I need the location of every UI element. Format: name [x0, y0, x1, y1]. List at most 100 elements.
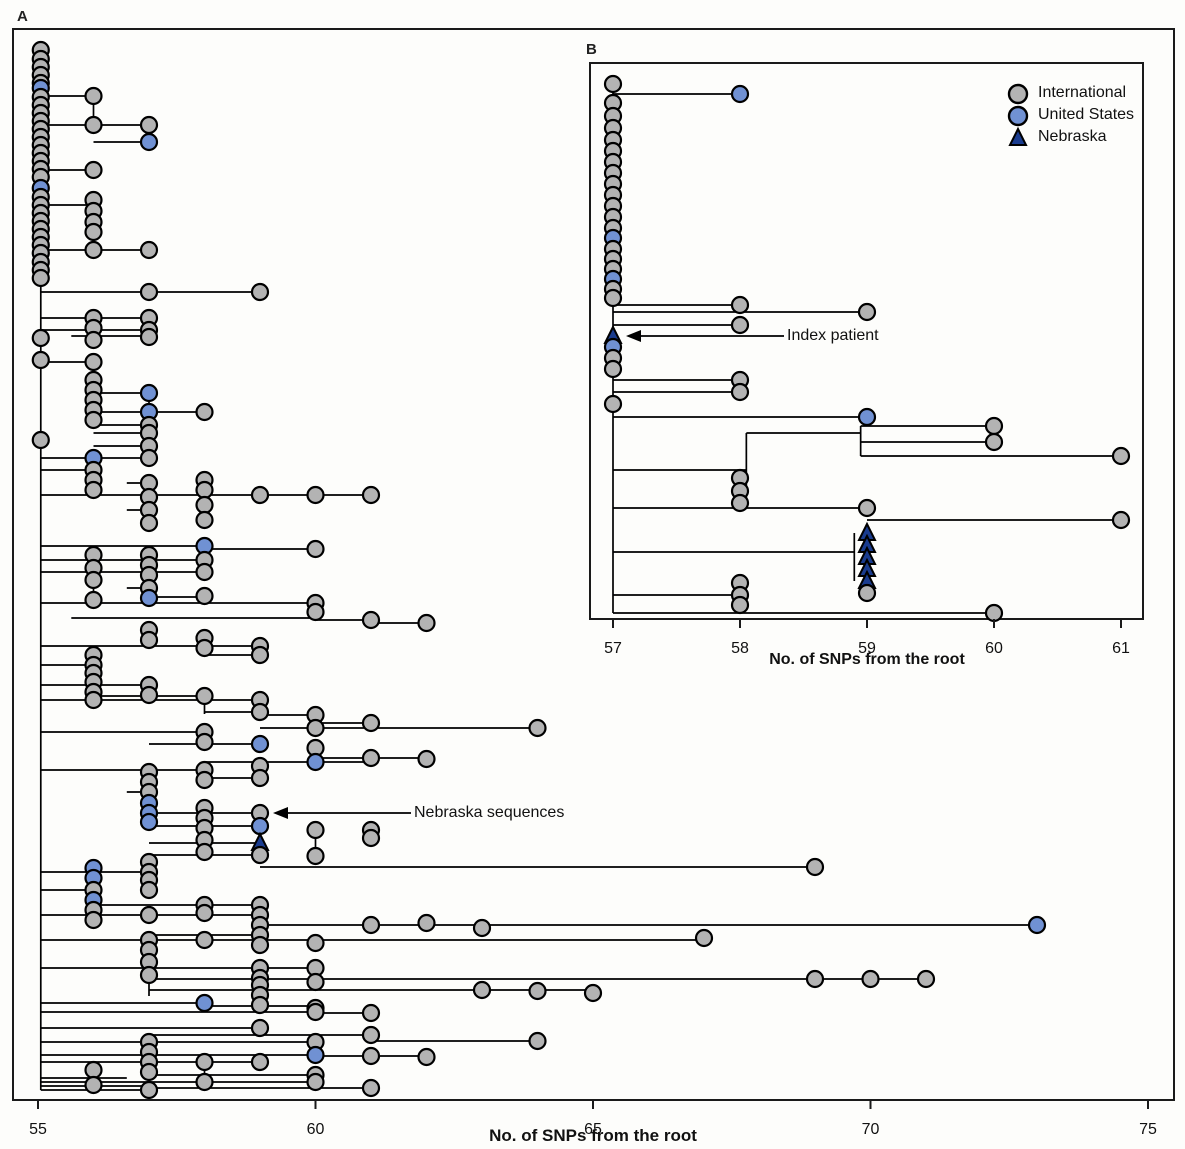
international-circle-tip [528, 1031, 547, 1051]
international-circle-tip [31, 350, 50, 370]
international-circle-tip [84, 1075, 103, 1095]
international-circle-tip [84, 590, 103, 610]
international-circle-tip [306, 1002, 325, 1022]
axis-b-title: No. of SNPs from the root [769, 651, 965, 668]
us-circle-tip [306, 752, 325, 772]
international-circle-tip [195, 480, 214, 500]
annotation-arrowhead [273, 807, 288, 819]
index-patient-annotation: Index patient [787, 327, 879, 344]
international-circle-tip [805, 857, 825, 877]
international-circle-tip [361, 828, 381, 848]
axis-a-title: No. of SNPs from the root [489, 1126, 697, 1145]
international-circle-tip [195, 1052, 214, 1072]
international-circle-tip [84, 1060, 103, 1080]
international-circle-tip [84, 480, 103, 500]
international-circle-tip [417, 749, 436, 769]
nebraska-sequences-annotation: Nebraska sequences [414, 804, 565, 821]
legend-marker-united-states [1007, 105, 1029, 127]
us-circle-tip [250, 816, 270, 836]
international-circle-tip [857, 302, 877, 322]
international-circle-tip [195, 1072, 214, 1092]
international-circle-tip [195, 586, 214, 606]
international-circle-tip [250, 1018, 270, 1038]
international-circle-tip [250, 845, 270, 865]
international-circle-tip [84, 570, 103, 590]
international-circle-tip [195, 842, 214, 862]
international-circle-tip [730, 295, 750, 315]
international-circle-tip [361, 485, 381, 505]
international-circle-tip [31, 268, 50, 288]
international-circle-tip [361, 1025, 381, 1045]
legend-label-international: International [1038, 84, 1127, 101]
us-circle-tip [857, 407, 877, 427]
international-circle-tip [805, 969, 825, 989]
international-circle-tip [195, 495, 214, 515]
legend-label-united-states: United States [1038, 106, 1135, 123]
international-circle-tip [139, 905, 159, 925]
us-circle-tip [139, 812, 159, 832]
international-circle-tip [31, 430, 50, 450]
international-circle-tip [84, 690, 103, 710]
international-circle-tip [139, 1080, 159, 1100]
international-circle-tip [306, 539, 325, 559]
international-circle-tip [528, 718, 547, 738]
international-circle-tip [195, 732, 214, 752]
international-circle-tip [306, 485, 325, 505]
axis-tick-label: 60 [985, 640, 1003, 657]
international-circle-tip [306, 1072, 325, 1092]
international-circle-tip [984, 432, 1004, 452]
international-circle-tip [361, 1078, 381, 1098]
international-circle-tip [31, 328, 50, 348]
international-circle-tip [250, 485, 270, 505]
international-circle-tip [250, 995, 270, 1015]
international-circle-tip [603, 359, 623, 379]
international-circle-tip [195, 930, 214, 950]
international-circle-tip [195, 903, 214, 923]
international-circle-tip [84, 222, 103, 242]
international-circle-tip [250, 645, 270, 665]
axis-tick-label: 70 [862, 1121, 880, 1138]
international-circle-tip [195, 510, 214, 530]
international-circle-tip [417, 613, 436, 633]
international-circle-tip [603, 394, 623, 414]
international-circle-tip [730, 382, 750, 402]
international-circle-tip [857, 498, 877, 518]
us-circle-tip [139, 383, 159, 403]
international-circle-tip [250, 702, 270, 722]
international-circle-tip [861, 969, 880, 989]
international-circle-tip [139, 513, 159, 533]
us-circle-tip [250, 734, 270, 754]
international-circle-tip [139, 1062, 159, 1082]
international-circle-tip [417, 913, 436, 933]
international-circle-tip [84, 115, 103, 135]
axis-tick-label: 65 [584, 1121, 602, 1138]
international-circle-tip [139, 448, 159, 468]
international-circle-tip [195, 562, 214, 582]
legend-label-nebraska: Nebraska [1038, 128, 1107, 145]
us-circle-tip [306, 1045, 325, 1065]
axis-tick-label: 60 [307, 1121, 325, 1138]
international-circle-tip [250, 935, 270, 955]
international-circle-tip [250, 1052, 270, 1072]
international-circle-tip [250, 768, 270, 788]
international-circle-tip [306, 933, 325, 953]
international-circle-tip [139, 965, 159, 985]
international-circle-tip [84, 160, 103, 180]
international-circle-tip [195, 638, 214, 658]
international-circle-tip [603, 74, 623, 94]
axis-tick-label: 55 [29, 1121, 47, 1138]
international-circle-tip [139, 282, 159, 302]
international-circle-tip [472, 980, 492, 1000]
axis-tick-label: 61 [1112, 640, 1130, 657]
annotation-arrowhead [626, 330, 641, 342]
international-circle-tip [139, 880, 159, 900]
international-circle-tip [583, 983, 603, 1003]
international-circle-tip [857, 583, 877, 603]
international-circle-tip [417, 1047, 436, 1067]
international-circle-tip [984, 603, 1004, 623]
international-circle-tip [306, 972, 325, 992]
international-circle-tip [528, 981, 547, 1001]
international-circle-tip [139, 685, 159, 705]
us-circle-tip [139, 132, 159, 152]
